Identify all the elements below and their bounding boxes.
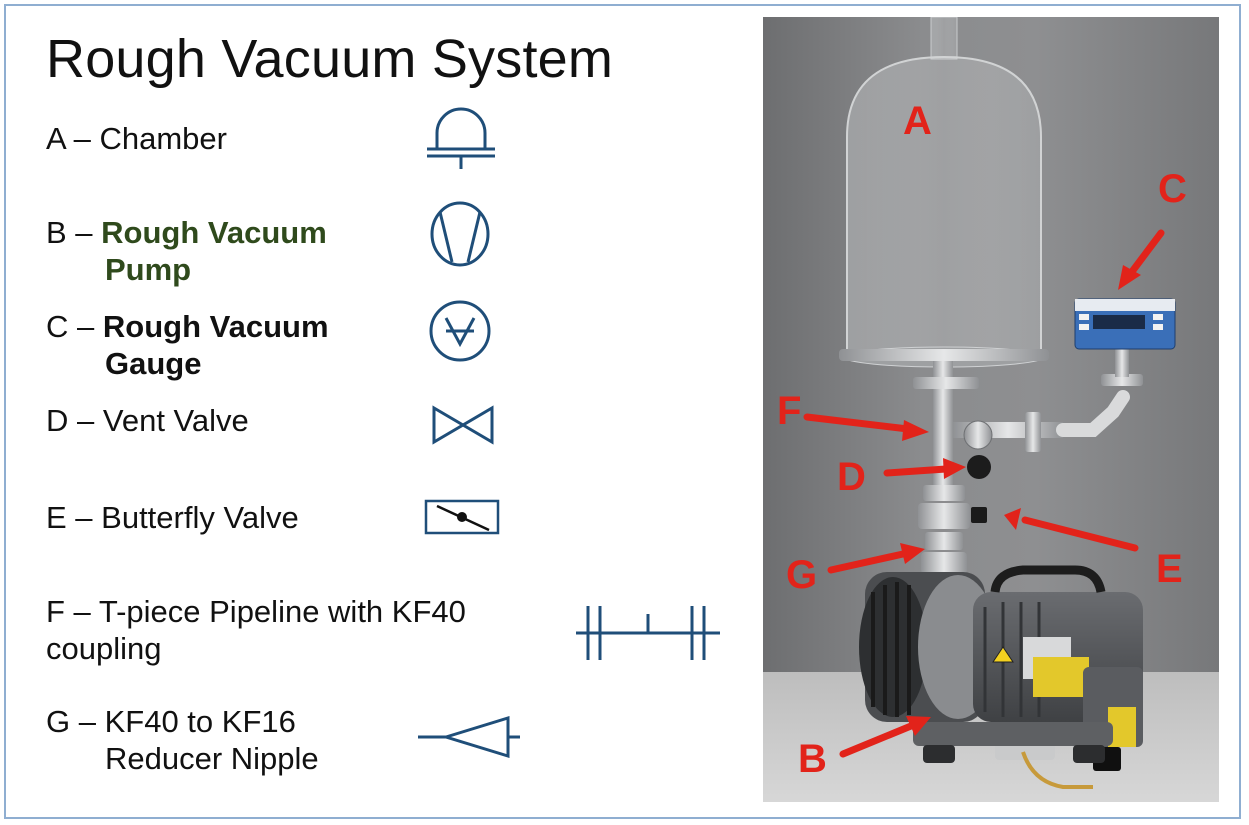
legend-item-vent-valve: D – Vent Valve bbox=[46, 402, 249, 439]
photo-label-f: F bbox=[777, 389, 802, 433]
legend-name: Vent Valve bbox=[102, 403, 249, 438]
legend-name-line2: coupling bbox=[46, 631, 162, 666]
bell-jar-chamber-icon bbox=[423, 105, 503, 171]
vacuum-gauge-icon bbox=[428, 298, 494, 364]
reducer-nipple-icon bbox=[416, 712, 522, 762]
legend-prefix: A – bbox=[46, 121, 91, 156]
vacuum-system-photo: A C F D E G B bbox=[763, 17, 1219, 802]
photo-label-a: A bbox=[903, 99, 932, 143]
legend-name-line1: Rough Vacuum bbox=[101, 215, 327, 250]
legend-name-line1: T-piece Pipeline with KF40 bbox=[98, 594, 466, 629]
legend-item-chamber: A – Chamber bbox=[46, 120, 227, 157]
bowtie-valve-icon bbox=[430, 402, 496, 448]
legend-name-line2: Reducer Nipple bbox=[105, 741, 319, 776]
legend-item-reducer: G – KF40 to KF16 Reducer Nipple bbox=[46, 703, 319, 777]
photo-label-g: G bbox=[786, 553, 818, 597]
legend-prefix: G – bbox=[46, 704, 96, 739]
legend-prefix: E – bbox=[46, 500, 93, 535]
legend-prefix: B – bbox=[46, 215, 93, 250]
legend-item-gauge: C – Rough Vacuum Gauge bbox=[46, 308, 329, 382]
photo-label-c: C bbox=[1158, 167, 1187, 211]
t-piece-pipeline-icon bbox=[572, 600, 724, 666]
legend-name-line1: Rough Vacuum bbox=[102, 309, 329, 344]
legend-item-butterfly-valve: E – Butterfly Valve bbox=[46, 499, 299, 536]
legend-name: Chamber bbox=[99, 121, 227, 156]
photo-label-d: D bbox=[837, 455, 866, 499]
legend-prefix: C – bbox=[46, 309, 95, 344]
legend-name-line2: Gauge bbox=[105, 346, 202, 381]
vacuum-pump-icon bbox=[428, 200, 494, 268]
slide-frame bbox=[4, 4, 1241, 819]
legend-name-line2: Pump bbox=[105, 252, 192, 287]
photo-label-e: E bbox=[1156, 547, 1183, 591]
slide-title: Rough Vacuum System bbox=[46, 29, 614, 89]
butterfly-valve-icon bbox=[423, 498, 503, 538]
photo-label-b: B bbox=[798, 737, 827, 781]
legend-item-t-piece: F – T-piece Pipeline with KF40 coupling bbox=[46, 593, 466, 667]
legend-item-pump: B – Rough Vacuum Pump bbox=[46, 214, 327, 288]
legend-prefix: D – bbox=[46, 403, 95, 438]
legend-prefix: F – bbox=[46, 594, 91, 629]
legend-name-line1: KF40 to KF16 bbox=[104, 704, 296, 739]
legend-name: Butterfly Valve bbox=[101, 500, 299, 535]
